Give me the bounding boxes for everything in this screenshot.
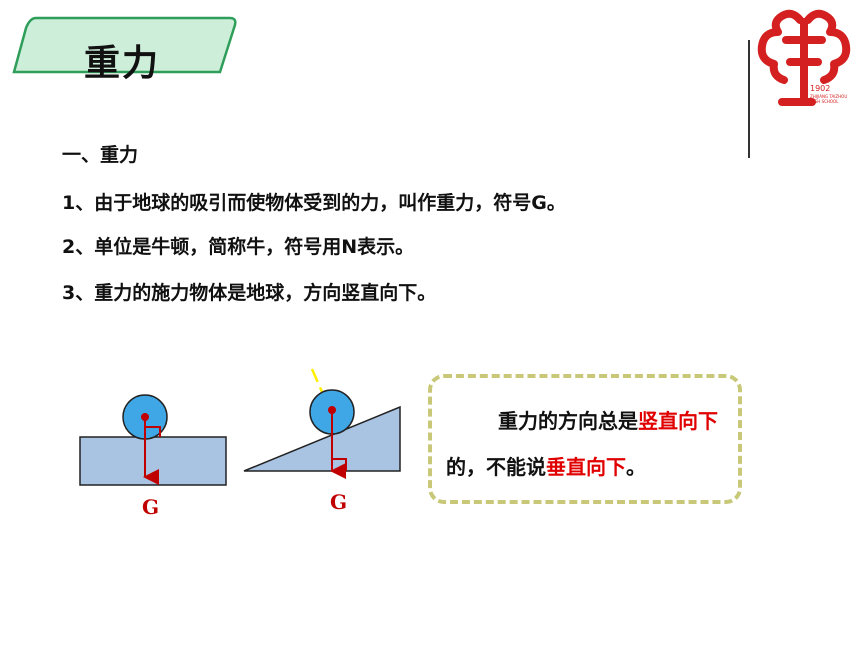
note-box: 重力的方向总是竖直向下的，不能说垂直向下。 — [428, 374, 742, 504]
logo-subtext: ZHIJIANG TAIZHOU HIGH SCHOOL — [810, 94, 848, 104]
content-line-3: 3、重力的施力物体是地球，方向竖直向下。 — [62, 282, 437, 304]
section-heading: 一、重力 — [62, 144, 139, 166]
incline-example: G — [243, 368, 401, 514]
right-angle-mark — [145, 426, 161, 437]
title-tab-shape — [12, 16, 237, 74]
vertical-divider — [748, 40, 750, 158]
logo-year: 1902 — [810, 84, 831, 93]
right-angle-mark — [332, 458, 347, 471]
note-part-1: 重力的方向总是 — [498, 409, 638, 433]
flat-block — [79, 436, 227, 486]
incline-block — [243, 405, 401, 472]
gravity-diagram: G G — [79, 368, 401, 519]
title-tab: 重力 — [8, 14, 240, 84]
page-title: 重力 — [84, 42, 161, 84]
gravity-label: G — [330, 490, 347, 514]
note-text: 重力的方向总是竖直向下的，不能说垂直向下。 — [446, 398, 746, 490]
content-line-1: 1、由于地球的吸引而使物体受到的力，叫作重力，符号G。 — [62, 192, 566, 214]
school-logo — [757, 9, 851, 106]
note-part-3: 的，不能说 — [446, 455, 546, 479]
content-line-2: 2、单位是牛顿，简称牛，符号用N表示。 — [62, 236, 415, 258]
gravity-label: G — [142, 495, 159, 519]
note-part-5: 。 — [626, 455, 646, 479]
flat-surface-example: G — [79, 394, 227, 519]
note-highlight-perpendicular-down: 垂直向下 — [546, 455, 626, 479]
note-highlight-vertical-down: 竖直向下 — [638, 409, 718, 433]
normal-line — [310, 368, 342, 434]
